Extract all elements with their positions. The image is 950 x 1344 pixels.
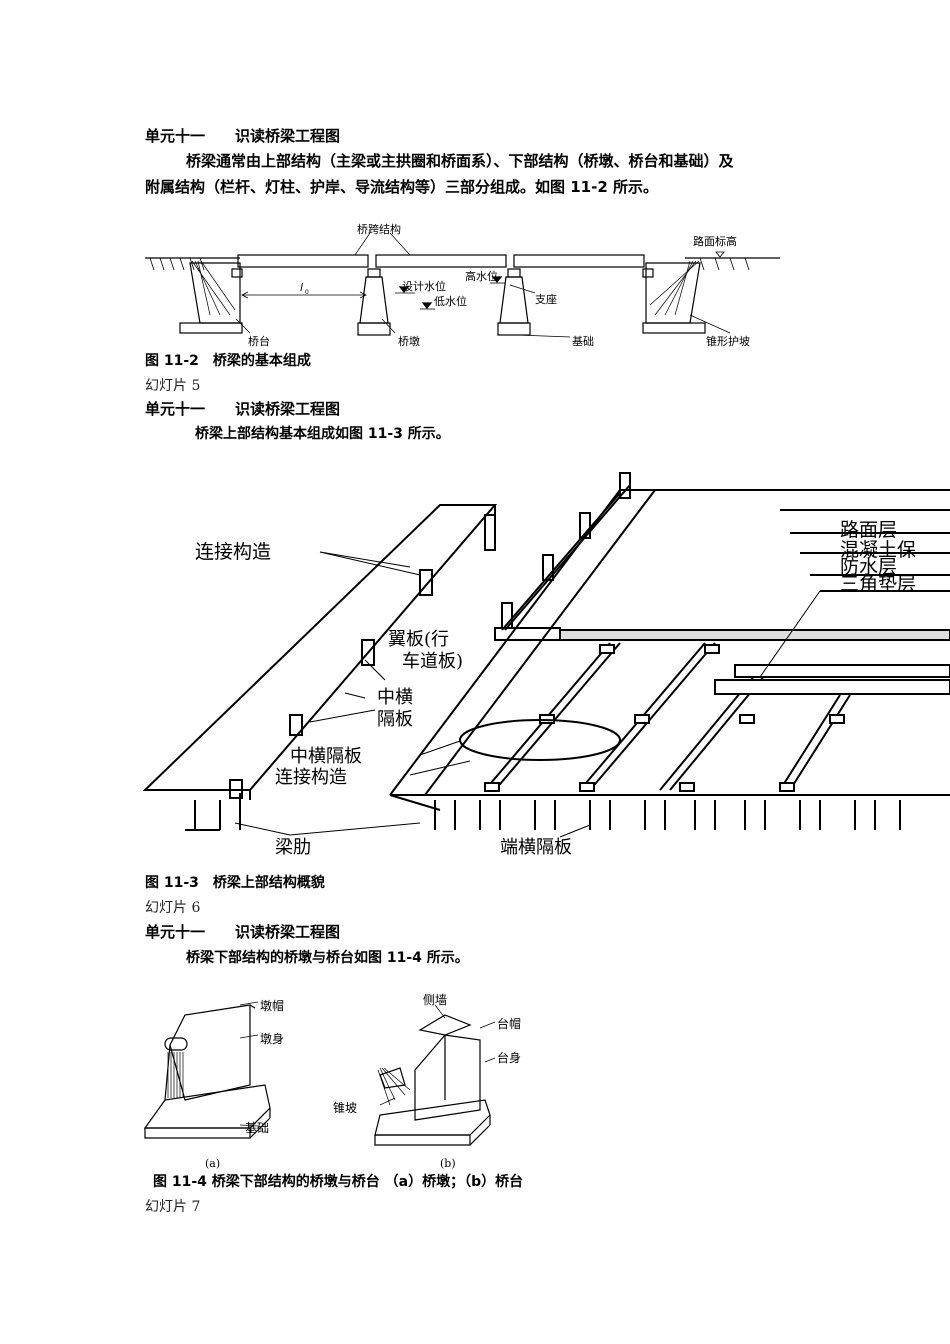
label-abut-cap: 台帽 [497, 1016, 521, 1031]
label-sub-b: (b) [440, 1157, 456, 1170]
label-flange-line1: 翼板(行 [388, 629, 449, 650]
label-sub-a: (a) [205, 1157, 220, 1170]
section-heading: 单元十一 识读桥梁工程图 [145, 400, 341, 418]
label-bearing: 支座 [535, 292, 557, 306]
slide-number: 幻灯片 5 [145, 378, 201, 394]
figure-intro: 桥梁下部结构的桥墩与桥台如图 11-4 所示。 [186, 950, 469, 966]
label-mid-diaphragm-line1: 中横 [377, 687, 413, 708]
figure-intro: 桥梁上部结构基本组成如图 11-3 所示。 [195, 426, 450, 442]
label-end-diaphragm: 端横隔板 [500, 837, 572, 858]
label-span-sub: 0 [305, 289, 309, 296]
label-connection-top: 连接构造 [195, 541, 271, 563]
label-layer-concrete: 混凝土保 [840, 539, 916, 561]
label-foundation: 基础 [572, 335, 594, 348]
superstructure-figure: 连接构造 翼板(行 车道板) 中横 隔板 中横隔板 连接构造 梁肋 端横隔板 路… [142, 472, 950, 858]
section-heading: 单元十一 识读桥梁工程图 [145, 127, 341, 145]
figure-caption: 图 11-3 桥梁上部结构概貌 [145, 875, 325, 891]
figure-caption: 图 11-2 桥梁的基本组成 [145, 353, 311, 369]
label-layer-waterproof: 防水层 [840, 556, 897, 578]
label-design-water-level: 设计水位 [402, 279, 446, 293]
substructure-figure: 墩帽 墩身 基础 侧墙 台帽 台身 锥坡 (a) (b) [143, 993, 521, 1170]
slide-number: 幻灯片 7 [145, 1199, 201, 1215]
label-road-elevation: 路面标高 [693, 234, 737, 248]
label-cone-slope: 锥形护坡 [706, 334, 750, 348]
label-connection-bottom: 连接构造 [275, 767, 347, 788]
section-heading: 单元十一 识读桥梁工程图 [145, 923, 341, 941]
paragraph-line: 桥梁通常由上部结构（主梁或主拱圈和桥面系）、下部结构（桥墩、桥台和基础）及 [186, 152, 734, 170]
paragraph-line: 附属结构（栏杆、灯柱、护岸、导流结构等）三部分组成。如图 11-2 所示。 [145, 178, 658, 196]
label-abut-body: 台身 [497, 1050, 521, 1065]
label-high-water-level: 高水位 [465, 269, 498, 283]
label-pier-body: 墩身 [260, 1031, 284, 1046]
label-layer-pavement: 路面层 [840, 519, 897, 541]
label-pier: 桥墩 [398, 334, 420, 348]
label-pier-cap: 墩帽 [260, 998, 284, 1013]
label-low-water-level: 低水位 [434, 294, 467, 308]
label-pier-foundation: 基础 [245, 1121, 269, 1135]
label-cone-slope: 锥坡 [333, 1101, 357, 1115]
label-span-symbol: l [300, 281, 303, 294]
label-abutment: 桥台 [248, 334, 270, 348]
label-rib: 梁肋 [275, 837, 311, 858]
label-mid-diaphragm: 中横隔板 [290, 746, 362, 767]
slide-number: 幻灯片 6 [145, 900, 201, 916]
label-layer-triangle: 三角垫层 [840, 573, 916, 595]
label-side-wall: 侧墙 [423, 993, 447, 1007]
label-flange-line2: 车道板) [402, 651, 463, 672]
label-mid-diaphragm-line2: 隔板 [377, 709, 413, 730]
bridge-composition-figure: 桥跨结构 路面标高 设计水位 高水位 低水位 支座 桥台 桥墩 基础 锥形护坡 … [145, 222, 780, 348]
label-span-structure: 桥跨结构 [357, 222, 401, 236]
figure-caption: 图 11-4 桥梁下部结构的桥墩与桥台 （a）桥墩；（b）桥台 [153, 1174, 524, 1190]
